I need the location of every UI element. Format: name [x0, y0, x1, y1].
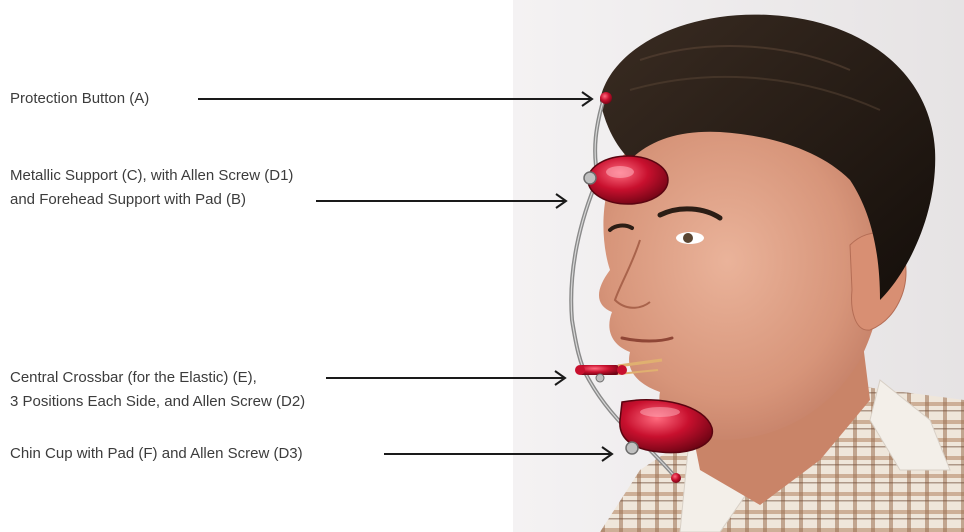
label-metallic-support-line2: and Forehead Support with Pad (B) — [10, 191, 246, 208]
label-metallic-support-line1: Metallic Support (C), with Allen Screw (… — [10, 167, 294, 184]
label-protection-button: Protection Button (A) — [10, 90, 150, 107]
nose — [613, 239, 651, 309]
shirt-collar-right — [869, 379, 951, 471]
mouth — [620, 336, 674, 343]
allen-screw-d3 — [625, 441, 639, 455]
label-central-crossbar-line2: 3 Positions Each Side, and Allen Screw (… — [10, 393, 306, 410]
eyebrow — [657, 206, 723, 221]
hair — [600, 14, 936, 301]
face — [598, 114, 884, 440]
label-central-crossbar-line1: Central Crossbar (for the Elastic) (E), — [10, 369, 257, 386]
protection-button — [600, 92, 612, 104]
label-chin-cup: Chin Cup with Pad (F) and Allen Screw (D… — [10, 445, 303, 462]
allen-screw-d2 — [595, 373, 605, 383]
central-crossbar — [578, 365, 620, 375]
leader-arrows — [198, 91, 614, 462]
allen-screw-d1 — [583, 171, 597, 185]
forehead-pad — [587, 155, 669, 205]
